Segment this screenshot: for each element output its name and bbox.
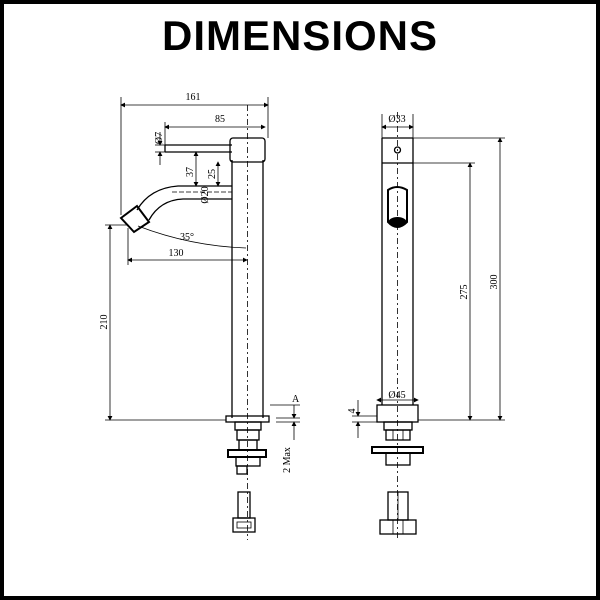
- dim-lever-dia: Ø7: [154, 132, 165, 165]
- dim-top-diameter: Ø33: [388, 114, 405, 125]
- dim-lever-height: 25: [207, 169, 218, 179]
- dim-overall-height: 300: [489, 275, 500, 290]
- dim-deck-thickness: 2 Max: [282, 447, 293, 473]
- side-spout: [119, 185, 247, 249]
- dim-body-height: 275: [459, 285, 470, 300]
- dim-161: 161: [120, 92, 269, 215]
- dim-37-25: 37 25: [185, 151, 221, 187]
- dim-spout-diameter: Ø20: [200, 186, 211, 203]
- front-fittings: [371, 421, 424, 535]
- dim-300: 300: [413, 137, 505, 421]
- dim-top-dia: Ø33: [381, 114, 414, 138]
- dim-base-height: 4: [347, 409, 358, 414]
- dim-spout-reach: 130: [169, 248, 184, 259]
- dim-spout-height: 210: [99, 315, 110, 330]
- dim-deck: A 2 Max: [270, 394, 300, 473]
- dim-275: 275: [413, 162, 475, 421]
- page-title: DIMENSIONS: [161, 12, 439, 59]
- front-view: Ø33 275 300 Ø45 4: [347, 112, 505, 540]
- section-mark: A: [292, 394, 300, 405]
- dim-lever-diameter: Ø7: [154, 132, 165, 144]
- side-fittings: [227, 421, 267, 533]
- side-view: 161 85 Ø7 37 25 Ø20 35°: [99, 92, 300, 540]
- dim-overall-width: 161: [186, 92, 201, 103]
- dim-210: 210: [99, 224, 226, 421]
- dim-4: 4: [347, 400, 377, 438]
- dim-base-diameter: Ø45: [388, 390, 405, 401]
- dim-spout-angle: 35°: [180, 232, 194, 243]
- dim-handle-offset: 37: [185, 167, 196, 177]
- dim-base-dia: Ø45: [376, 390, 419, 403]
- side-body: [164, 105, 270, 540]
- dim-85: 85: [164, 114, 266, 145]
- dim-130: 130: [127, 228, 248, 265]
- dim-spout-dia: Ø20: [200, 186, 211, 203]
- front-body: [376, 112, 419, 540]
- dim-spout-to-lever: 85: [215, 114, 225, 125]
